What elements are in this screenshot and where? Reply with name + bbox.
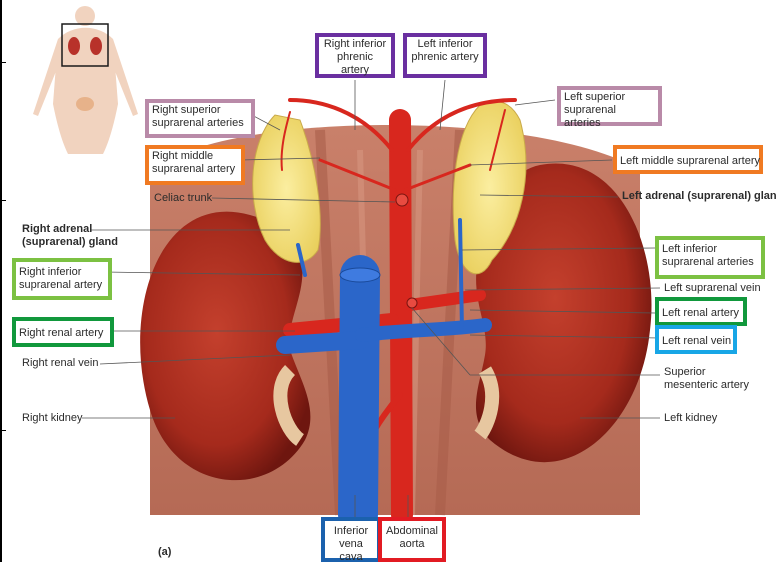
label-right-renal-vein: Right renal vein (22, 357, 98, 370)
label-right-inferior-suprarenal-artery: Right inferior suprarenal artery (12, 258, 112, 300)
label-left-superior-suprarenal-arteries: Left superior suprarenal arteries (557, 86, 662, 126)
left-tick (0, 430, 6, 431)
label-right-inferior-phrenic-artery: Right inferior phrenic artery (315, 33, 395, 78)
label-right-middle-suprarenal-artery: Right middle suprarenal artery (145, 145, 245, 185)
label-left-renal-artery: Left renal artery (655, 297, 747, 326)
panel-label: (a) (158, 546, 171, 559)
label-inferior-vena-cava: Inferior vena cava (321, 517, 381, 562)
left-tick (0, 62, 6, 63)
label-left-renal-vein: Left renal vein (655, 325, 737, 354)
celiac-trunk-vessel (396, 194, 408, 206)
abdominal-aorta-vessel (400, 120, 402, 515)
label-left-inferior-suprarenal-arteries: Left inferior suprarenal arteries (655, 236, 765, 279)
label-left-inferior-phrenic-artery: Left inferior phrenic artery (403, 33, 487, 78)
label-left-adrenal-gland: Left adrenal (suprarenal) gland (622, 190, 777, 203)
label-right-superior-suprarenal-arteries: Right superior suprarenal arteries (145, 99, 255, 138)
body-thumbnail (33, 6, 138, 154)
left-frame-edge (0, 0, 2, 562)
label-celiac-trunk: Celiac trunk (154, 192, 212, 205)
label-left-kidney: Left kidney (664, 412, 717, 425)
label-left-suprarenal-vein: Left suprarenal vein (664, 282, 761, 295)
label-left-middle-suprarenal-artery: Left middle suprarenal artery (613, 145, 763, 174)
label-abdominal-aorta: Abdominal aorta (378, 517, 446, 562)
label-superior-mesenteric-artery: Superior mesenteric artery (664, 366, 749, 392)
label-right-adrenal-gland: Right adrenal (suprarenal) gland (22, 223, 118, 249)
label-right-renal-artery: Right renal artery (12, 317, 114, 347)
label-right-kidney: Right kidney (22, 412, 83, 425)
left-tick (0, 200, 6, 201)
inferior-vena-cava-vessel (358, 275, 360, 515)
